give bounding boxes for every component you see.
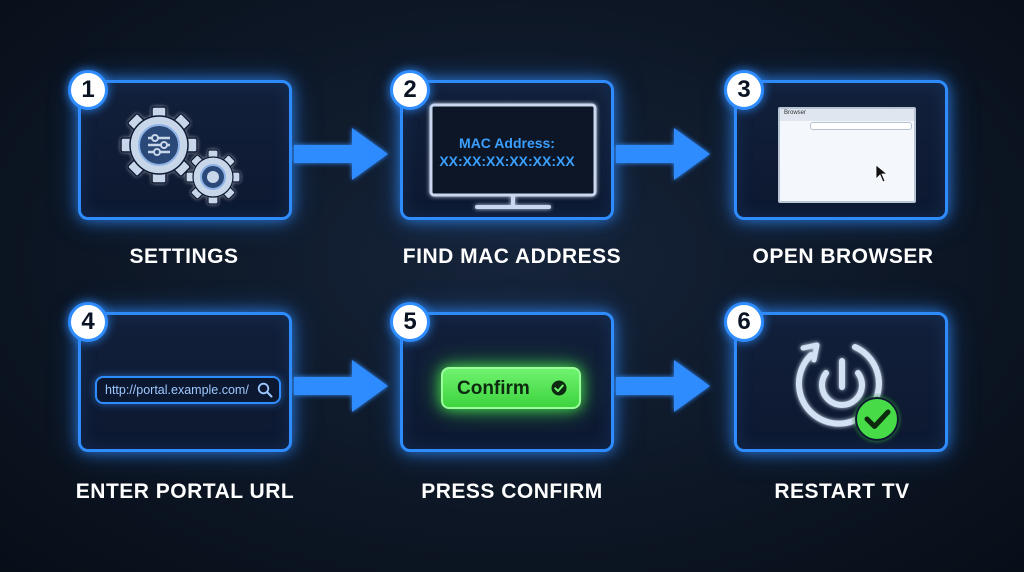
step-1-badge: 1 [68, 70, 108, 110]
step-4-caption: ENTER PORTAL URL [75, 480, 295, 503]
step-5-card: Confirm [400, 312, 614, 452]
step-3-badge: 3 [724, 70, 764, 110]
portal-url-input: http://portal.example.com/ [95, 376, 281, 404]
check-circle-icon [551, 380, 567, 396]
gears-icon [120, 106, 241, 205]
cursor-icon [875, 164, 889, 183]
step-4-badge: 4 [68, 302, 108, 342]
browser-address-bar [810, 122, 912, 130]
step-2-card: MAC Address: XX:XX:XX:XX:XX:XX [400, 80, 614, 220]
arrow-right-icon [616, 128, 710, 180]
arrow-right-icon [616, 360, 710, 412]
step-6-card [734, 312, 948, 452]
mac-address-title: MAC Address: [459, 135, 555, 151]
step-3-card: Browser [734, 80, 948, 220]
browser-tab-label: Browser [784, 110, 807, 116]
arrow-right-icon [294, 128, 388, 180]
step-2-badge: 2 [390, 70, 430, 110]
step-1-card [78, 80, 292, 220]
monitor-icon [429, 103, 597, 209]
browser-window-icon: Browser [778, 107, 916, 203]
step-6-caption: RESTART TV [774, 480, 910, 503]
step-5-caption: PRESS CONFIRM [421, 480, 603, 503]
search-icon [257, 382, 273, 398]
mac-address-value: XX:XX:XX:XX:XX:XX [439, 153, 575, 169]
step-4-card: http://portal.example.com/ [78, 312, 292, 452]
step-2-caption: FIND MAC ADDRESS [402, 245, 622, 268]
step-1-caption: SETTINGS [129, 245, 239, 268]
arrow-right-icon [294, 360, 388, 412]
confirm-button: Confirm [441, 367, 581, 409]
power-restart-icon [795, 342, 899, 441]
portal-url-value: http://portal.example.com/ [105, 383, 249, 397]
step-3-caption: OPEN BROWSER [752, 245, 934, 268]
browser-title-bar: Browser [780, 109, 914, 121]
step-6-badge: 6 [724, 302, 764, 342]
step-5-badge: 5 [390, 302, 430, 342]
confirm-button-label: Confirm [457, 378, 530, 399]
